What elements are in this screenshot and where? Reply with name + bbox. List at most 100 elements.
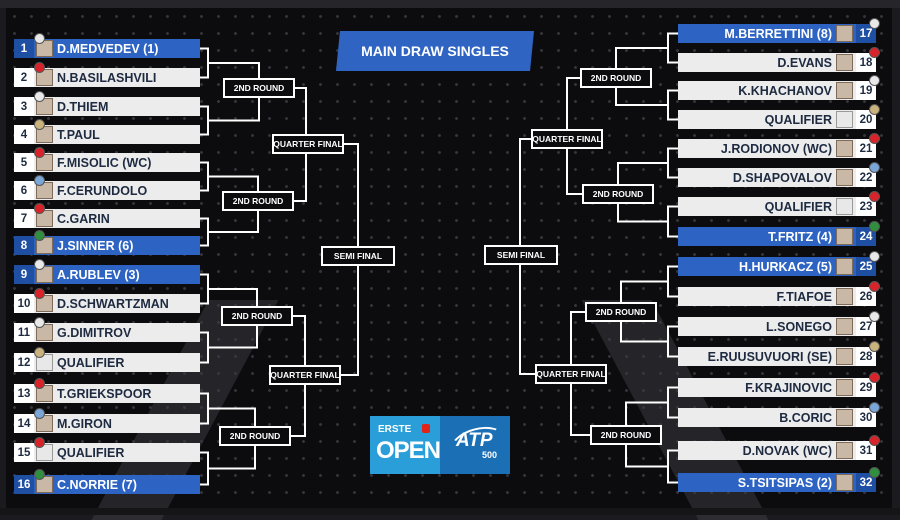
page-title: MAIN DRAW SINGLES — [336, 31, 534, 71]
player-photo — [836, 169, 853, 186]
player-row-seed-28: E.RUUSUVUORI (SE)28 — [678, 347, 876, 366]
player-name: D.MEDVEDEV (1) — [57, 41, 159, 56]
country-flag-icon — [34, 203, 45, 214]
country-flag-icon — [869, 251, 880, 262]
bracket-connector — [208, 98, 260, 122]
bracket-connector — [208, 211, 259, 233]
seed-number: 19 — [856, 81, 876, 100]
player-row-seed-24: T.FRITZ (4) 24 — [678, 227, 876, 246]
player-name: B.CORIC — [779, 410, 832, 425]
player-name: T.PAUL — [57, 127, 100, 142]
second-round-box: 2ND ROUND — [221, 306, 293, 326]
bracket-connector — [208, 62, 260, 78]
country-flag-icon — [869, 372, 880, 383]
bracket-connector — [667, 449, 678, 484]
bracket-connector — [519, 265, 535, 375]
country-flag-icon — [34, 33, 45, 44]
player-name: T.FRITZ (4) — [768, 229, 832, 244]
country-flag-icon — [34, 347, 45, 358]
player-name: C.GARIN — [57, 211, 110, 226]
player-row-seed-17: M.BERRETTINI (8)17 — [678, 24, 876, 43]
second-round-box: 2ND ROUND — [219, 426, 291, 446]
bracket-connector — [667, 89, 678, 121]
seed-number: 29 — [856, 378, 876, 397]
bracket-connector — [291, 385, 306, 437]
logo-open-text: OPEN — [376, 437, 441, 464]
seed-number: 3 — [14, 97, 34, 116]
logo-atp-tier: 500 — [482, 450, 498, 460]
seed-number: 1 — [14, 39, 34, 58]
screen-frame-bottom — [0, 508, 900, 515]
seed-number: 13 — [14, 384, 34, 403]
bracket-connector — [208, 446, 256, 470]
bracket-connector — [667, 32, 678, 64]
seed-number: 23 — [856, 197, 876, 216]
player-name: T.GRIEKSPOOR — [57, 386, 152, 401]
player-photo — [836, 258, 853, 275]
country-flag-icon — [869, 162, 880, 173]
player-name: N.BASILASHVILI — [57, 70, 157, 85]
tournament-logo: ERSTE OPEN ATP 500 — [370, 416, 510, 474]
second-round-box: 2ND ROUND — [223, 78, 295, 98]
country-flag-icon — [34, 378, 45, 389]
bracket-connector — [617, 204, 668, 223]
country-flag-icon — [869, 47, 880, 58]
bracket-connector — [570, 311, 585, 364]
bracket-connector — [625, 401, 668, 425]
player-photo — [836, 25, 853, 42]
qualifier-silhouette-icon — [836, 198, 853, 215]
bracket-connector — [200, 392, 209, 425]
sparkasse-s-icon — [422, 424, 430, 433]
logo-erste-text: ERSTE — [378, 424, 412, 435]
player-name: D.NOVAK (WC) — [742, 443, 832, 458]
player-row-seed-32: S.TSITSIPAS (2)32 — [678, 473, 876, 492]
country-flag-icon — [34, 317, 45, 328]
seed-number: 15 — [14, 443, 34, 462]
seed-number: 28 — [856, 347, 876, 366]
bracket-connector — [200, 47, 209, 79]
country-flag-icon — [34, 230, 45, 241]
player-row-seed-3: 3 D.THIEM — [14, 97, 200, 116]
bracket-connector — [667, 205, 678, 238]
qualifier-silhouette-icon — [836, 111, 853, 128]
quarter-final-box: QUARTER FINAL — [531, 129, 603, 149]
seed-number: 5 — [14, 153, 34, 172]
second-round-box: 2ND ROUND — [590, 425, 662, 445]
player-name: QUALIFIER — [57, 355, 125, 370]
player-name: D.THIEM — [57, 99, 109, 114]
player-photo — [836, 442, 853, 459]
bracket-connector — [200, 161, 209, 192]
player-name: F.KRAJINOVIC — [745, 380, 832, 395]
player-name: M.GIRON — [57, 416, 112, 431]
seed-number: 24 — [856, 227, 876, 246]
country-flag-icon — [869, 281, 880, 292]
player-name: L.SONEGO — [766, 319, 832, 334]
player-name: K.KHACHANOV — [738, 83, 832, 98]
bracket-connector — [294, 154, 307, 202]
player-name: F.CERUNDOLO — [57, 183, 148, 198]
bracket-connector — [200, 331, 209, 364]
seed-number: 8 — [14, 236, 34, 255]
player-photo — [836, 82, 853, 99]
atp-logo: ATP 500 — [440, 416, 510, 474]
player-name: D.SCHWARTZMAN — [57, 296, 169, 311]
country-flag-icon — [34, 259, 45, 270]
country-flag-icon — [34, 62, 45, 73]
semi-final-box: SEMI FINAL — [484, 245, 558, 265]
bracket-connector — [208, 326, 258, 349]
country-flag-icon — [869, 467, 880, 478]
player-photo — [836, 54, 853, 71]
seed-number: 25 — [856, 257, 876, 276]
player-row-seed-1: 1 D.MEDVEDEV (1) — [14, 39, 200, 58]
player-row-seed-13: 13 T.GRIEKSPOOR — [14, 384, 200, 403]
erste-open-logo: ERSTE OPEN — [370, 416, 441, 474]
